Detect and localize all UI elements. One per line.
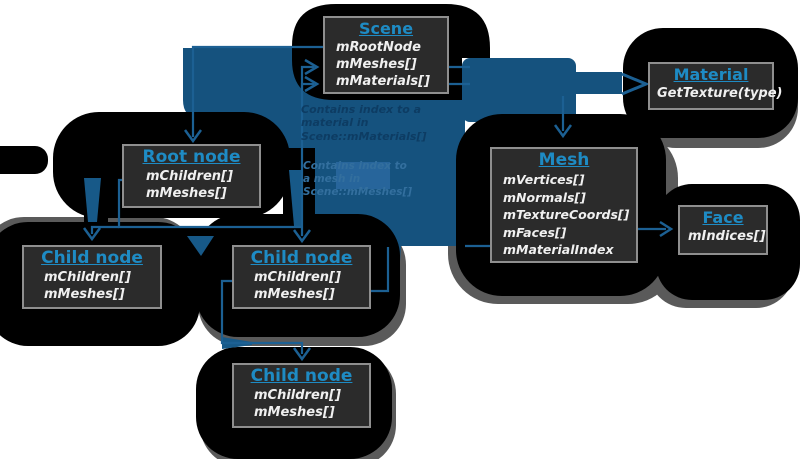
child-left-fields: mChildren[] mMeshes[] — [24, 268, 160, 303]
line-to-scene-mmeshes — [300, 65, 314, 236]
node-field: mFaces[] — [503, 224, 567, 240]
child-node-bottom-box: Child node mChildren[] mMeshes[] — [232, 363, 371, 428]
flow-band-to-material — [462, 72, 622, 94]
root-node-box: Root node mChildren[] mMeshes[] — [122, 144, 261, 208]
line-childmiddle-mmeshes — [371, 247, 390, 293]
arrowhead-to-child-middle — [292, 229, 312, 244]
node-field: mChildren[] — [254, 388, 341, 403]
node-field: mMaterials[] — [336, 74, 431, 90]
node-field: mTextureCoords[] — [503, 207, 630, 222]
arrowhead-to-child-left — [82, 227, 102, 242]
mesh-index-note: Contains index to a mesh in Scene::mMesh… — [303, 160, 413, 199]
mesh-fields: mVertices[] mNormals[] mTextureCoords[] … — [492, 170, 636, 259]
mesh-title: Mesh — [538, 150, 590, 170]
line-to-scene-mmaterials — [300, 82, 314, 100]
arrowhead-to-material — [621, 72, 650, 96]
mesh-node-box: Mesh mVertices[] mNormals[] mTextureCoor… — [490, 147, 638, 263]
node-field: mNormals[] — [503, 189, 586, 205]
scene-title: Scene — [358, 19, 414, 38]
node-field: mMeshes[] — [336, 57, 417, 73]
scene-fields: mRootNode mMeshes[] mMaterials[] — [325, 38, 447, 90]
child-node-left-box: Child node mChildren[] mMeshes[] — [22, 245, 162, 309]
line-childmiddle-mchildren — [220, 279, 304, 354]
node-field: mChildren[] — [146, 169, 233, 184]
arrowhead-into-mmaterials — [304, 75, 320, 93]
face-title: Face — [702, 208, 744, 227]
arrowhead-to-face — [659, 220, 674, 238]
child-node-middle-box: Child node mChildren[] mMeshes[] — [232, 245, 371, 309]
child-node-title: Child node — [41, 248, 143, 268]
face-node-box: Face mIndices[] — [678, 205, 768, 255]
wedge-right-leg — [289, 170, 302, 226]
root-node-title: Root node — [142, 147, 241, 167]
node-field: mRootNode — [336, 40, 421, 55]
node-field: mMeshes[] — [44, 287, 125, 303]
node-field: GetTexture(type) — [657, 86, 783, 101]
line-root-mchildren-left — [90, 225, 119, 234]
root-node-fields: mChildren[] mMeshes[] — [124, 167, 259, 202]
node-field: mMeshes[] — [254, 405, 335, 421]
arrowhead-to-child-bottom — [292, 347, 312, 362]
child-bottom-fields: mChildren[] mMeshes[] — [234, 386, 369, 421]
wedge-middle-triangle — [187, 236, 214, 256]
node-field: mChildren[] — [254, 270, 341, 285]
line-scene-rootnode — [191, 45, 325, 137]
node-field: mVertices[] — [503, 172, 585, 187]
scene-node-box: Scene mRootNode mMeshes[] mMaterials[] — [323, 16, 449, 94]
node-field: mMeshes[] — [146, 186, 227, 202]
arrowhead-to-mesh — [553, 124, 573, 139]
material-fields: GetTexture(type) — [650, 84, 783, 102]
wedge-left-leg — [84, 178, 101, 222]
arrowhead-into-mmeshes — [304, 58, 320, 76]
arrowhead-to-rootnode — [183, 129, 203, 144]
node-field: mChildren[] — [44, 270, 131, 285]
face-fields: mIndices[] — [680, 227, 766, 245]
material-node-box: Material GetTexture(type) — [648, 62, 783, 110]
material-index-note: Contains index to a material in Scene::m… — [301, 103, 427, 143]
note-highlight-patch — [336, 162, 390, 189]
child-middle-fields: mChildren[] mMeshes[] — [234, 268, 369, 303]
root-blob-tail — [0, 146, 48, 174]
child-node-title: Child node — [250, 366, 353, 386]
child-node-title: Child node — [250, 248, 353, 268]
node-field: mMeshes[] — [254, 287, 335, 303]
material-title: Material — [673, 65, 749, 84]
node-field: mIndices[] — [688, 229, 766, 244]
blue-wedges — [84, 170, 302, 349]
node-field: mMaterialIndex — [503, 242, 614, 257]
